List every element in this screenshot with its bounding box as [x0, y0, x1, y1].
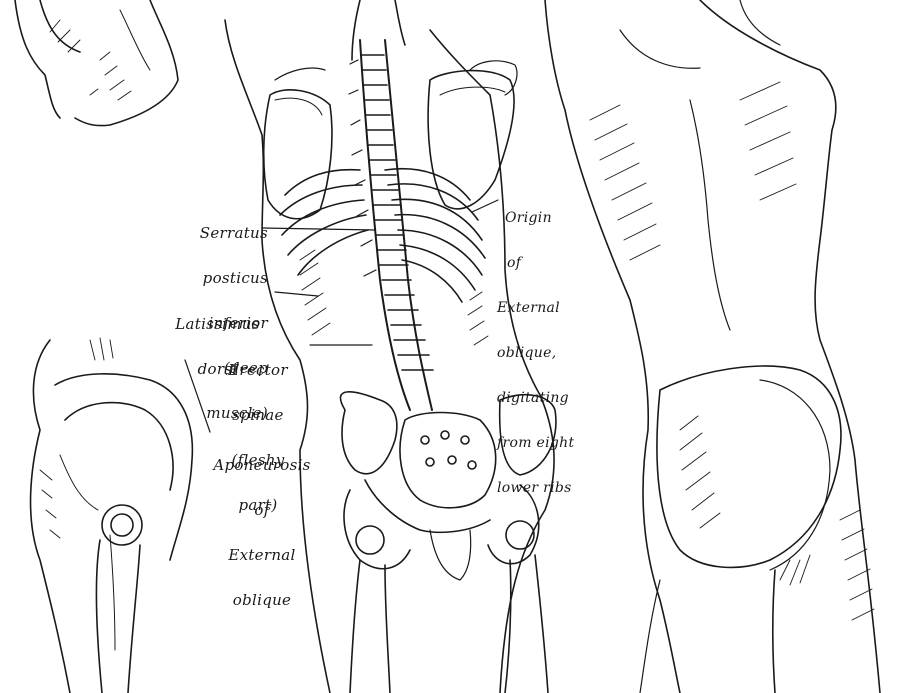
label-line: Aponeurosis	[206, 458, 318, 473]
label-line: from eight	[497, 436, 597, 451]
label-origin-external-oblique: Origin of External oblique, digitating f…	[497, 181, 597, 526]
label-line: posticus	[150, 271, 268, 286]
label-line: of	[206, 503, 318, 518]
label-line: lower ribs	[497, 481, 597, 496]
label-line: oblique,	[497, 346, 597, 361]
label-line: Serratus	[150, 226, 268, 241]
label-line: Origin	[497, 211, 597, 226]
leader-serratus	[262, 228, 375, 230]
label-aponeurosis-external-oblique: Aponeurosis of External oblique	[206, 428, 318, 638]
label-line: digitating	[497, 391, 597, 406]
label-line: External	[206, 548, 318, 563]
label-line: oblique	[206, 593, 318, 608]
shoulder-sketch	[15, 0, 178, 126]
label-line: Erector	[208, 363, 308, 378]
label-line: Latissimus	[150, 317, 285, 332]
label-line: External	[497, 301, 597, 316]
label-line: of	[497, 256, 597, 271]
label-line: spinae	[208, 408, 308, 423]
